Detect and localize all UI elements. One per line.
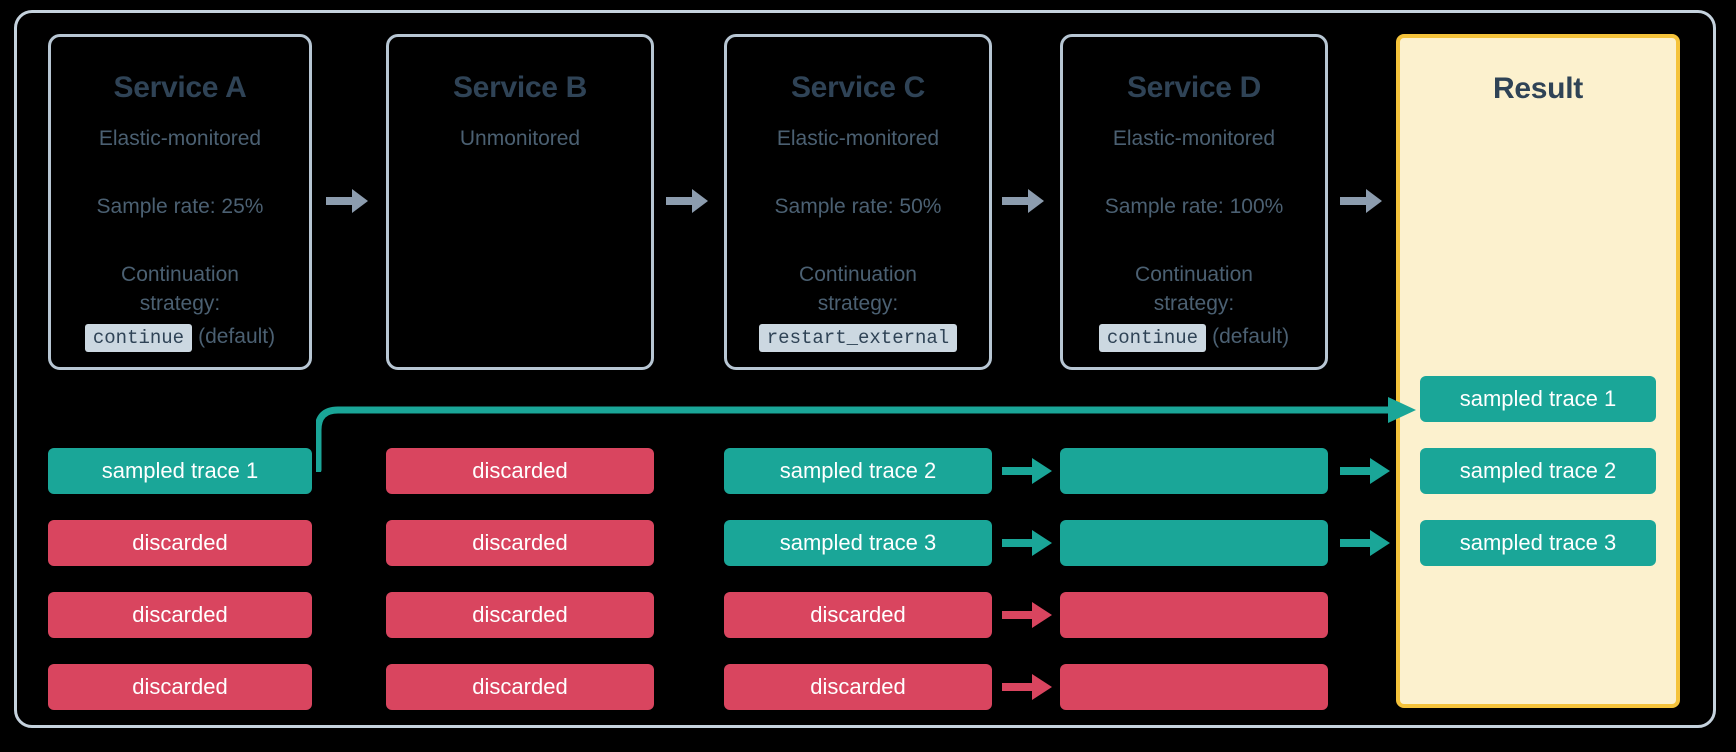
service-d-sample-rate: Sample rate: 100% (1104, 195, 1284, 219)
service-a-sample-rate: Sample rate: 25% (96, 195, 264, 219)
service-c-title: Service C (790, 71, 926, 104)
arrow-a-to-b-icon (326, 186, 370, 216)
bar-c-row-1: sampled trace 2 (724, 448, 992, 494)
bar-b-row-1: discarded (386, 448, 654, 494)
service-d-strategy-note: (default) (1212, 324, 1290, 348)
service-c-monitoring: Elastic-monitored (776, 127, 940, 150)
service-box-a: Service A Elastic-monitored Sample rate:… (48, 34, 312, 370)
service-a-strategy-note: (default) (198, 324, 276, 348)
arrow-d-to-result-icon (1340, 186, 1384, 216)
arrow-c-to-d-icon (1002, 186, 1046, 216)
arrow-c4-to-d4-icon (1002, 672, 1056, 702)
service-d-title: Service D (1126, 71, 1262, 104)
result-bar-row-1: sampled trace 1 (1420, 376, 1656, 422)
bar-d-row-2 (1060, 520, 1328, 566)
arrow-d1-to-result2-icon (1340, 456, 1394, 486)
service-box-c: Service C Elastic-monitored Sample rate:… (724, 34, 992, 370)
service-b-monitoring: Unmonitored (459, 127, 581, 150)
bar-b-row-2: discarded (386, 520, 654, 566)
bar-b-row-3: discarded (386, 592, 654, 638)
result-bar-row-3: sampled trace 3 (1420, 520, 1656, 566)
service-a-title: Service A (113, 71, 247, 104)
bar-a-row-3: discarded (48, 592, 312, 638)
service-a-monitoring: Elastic-monitored (98, 127, 262, 150)
bar-a-row-1: sampled trace 1 (48, 448, 312, 494)
bar-b-row-4: discarded (386, 664, 654, 710)
service-box-b: Service B Unmonitored (386, 34, 654, 370)
bar-d-row-3 (1060, 592, 1328, 638)
bar-a-row-4: discarded (48, 664, 312, 710)
result-box: Result (1396, 34, 1680, 708)
result-bar-row-2: sampled trace 2 (1420, 448, 1656, 494)
service-b-title: Service B (452, 71, 588, 104)
service-d-strategy-code: continue (1098, 323, 1207, 352)
bar-d-row-1 (1060, 448, 1328, 494)
arrow-c2-to-d2-icon (1002, 528, 1056, 558)
service-c-strategy-line: restart_external (727, 323, 989, 352)
bar-c-row-4: discarded (724, 664, 992, 710)
diagram-outer-frame (14, 10, 1716, 728)
bar-c-row-3: discarded (724, 592, 992, 638)
arrow-b-to-c-icon (666, 186, 710, 216)
bar-a-row-2: discarded (48, 520, 312, 566)
result-title: Result (1493, 72, 1583, 105)
service-a-strategy-code: continue (84, 323, 193, 352)
service-box-d: Service D Elastic-monitored Sample rate:… (1060, 34, 1328, 370)
arrow-d2-to-result3-icon (1340, 528, 1394, 558)
arrow-c1-to-d1-icon (1002, 456, 1056, 486)
service-c-sample-rate: Sample rate: 50% (774, 195, 942, 219)
service-a-strategy-line: continue(default) (51, 323, 309, 352)
service-d-strategy-line: continue(default) (1063, 323, 1325, 352)
service-c-strategy-code: restart_external (758, 323, 958, 352)
bar-c-row-2: sampled trace 3 (724, 520, 992, 566)
service-d-monitoring: Elastic-monitored (1112, 127, 1276, 150)
bar-d-row-4 (1060, 664, 1328, 710)
arrow-c3-to-d3-icon (1002, 600, 1056, 630)
